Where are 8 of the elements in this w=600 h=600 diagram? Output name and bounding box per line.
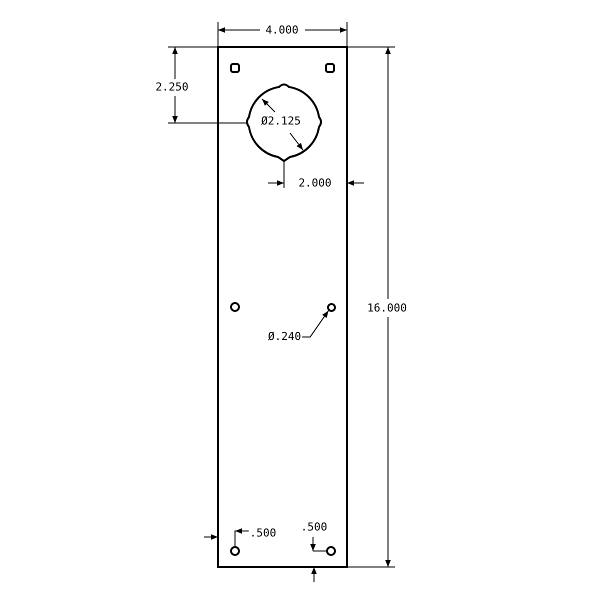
dimension-label: Ø2.125: [260, 114, 302, 128]
dimension-label: 4.000: [264, 24, 300, 36]
mounting-hole: [326, 302, 336, 312]
dimension-label: 2.250: [154, 80, 190, 94]
dimension-label: 16.000: [366, 302, 408, 314]
dimension-label: 2.000: [297, 176, 333, 190]
leader-line: [302, 310, 329, 338]
callout-text: Ø.240: [268, 330, 302, 344]
